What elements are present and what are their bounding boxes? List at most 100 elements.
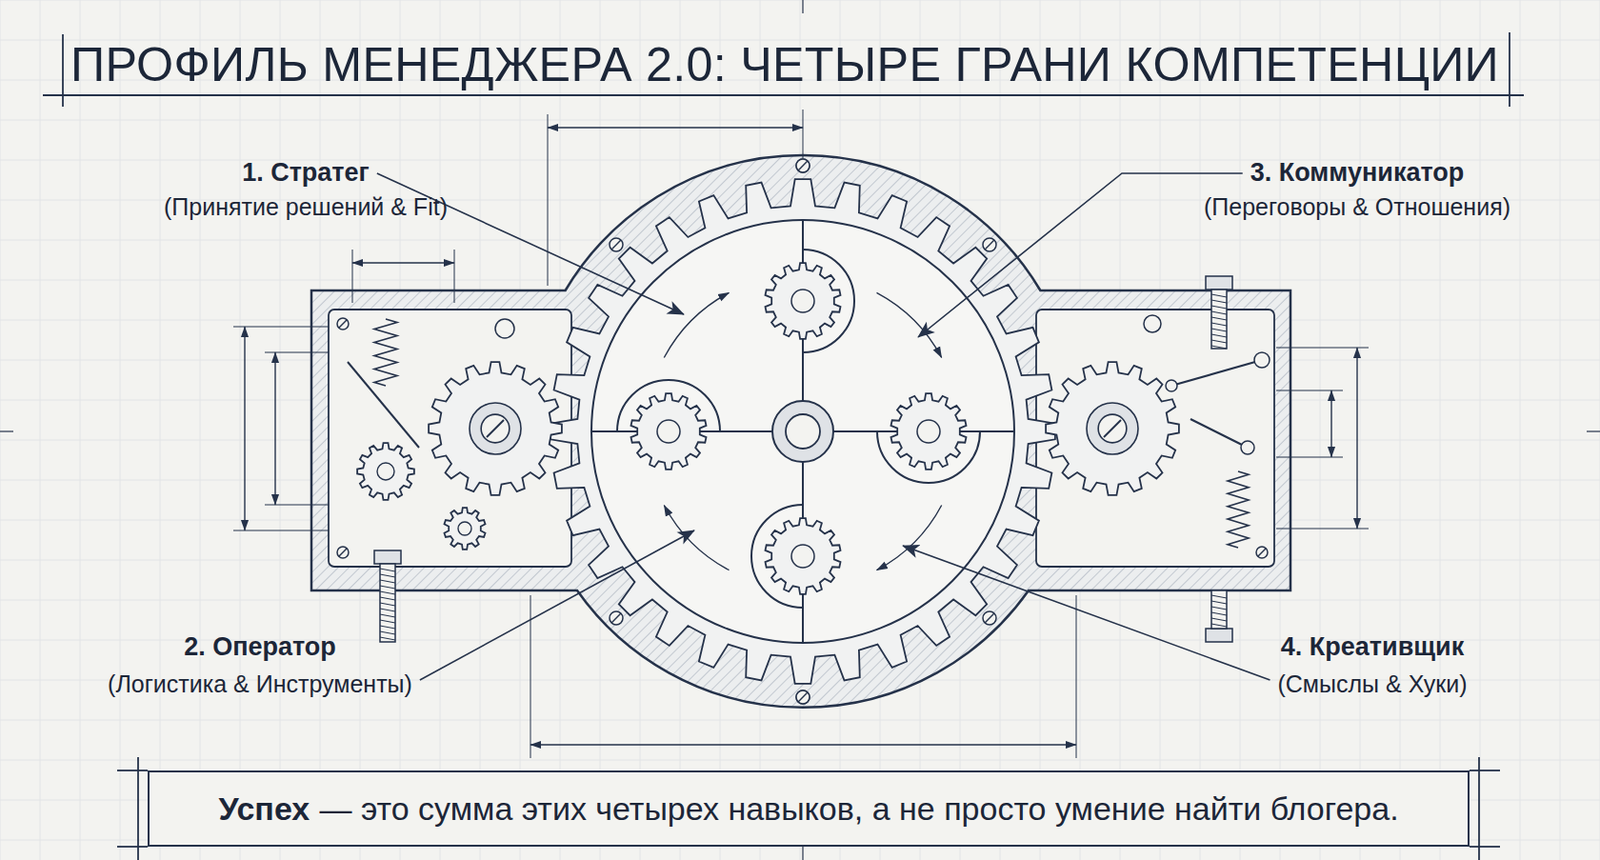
planet-bore	[791, 544, 815, 568]
frame-line	[1469, 845, 1500, 848]
screw-slot	[984, 613, 995, 623]
bolt-head	[1205, 628, 1233, 642]
escapement-gear	[357, 442, 415, 500]
screw	[609, 238, 623, 252]
bolt-thread	[380, 614, 396, 618]
bolt-thread	[380, 608, 396, 612]
title-frame	[1508, 32, 1511, 107]
pivot	[495, 319, 515, 339]
role-label: 2. Оператор	[183, 632, 337, 662]
bolt-thread	[1211, 317, 1227, 320]
pivot	[1143, 315, 1161, 333]
leader-line	[918, 173, 1243, 338]
grid-line	[200, 0, 201, 860]
bolt-thread	[1211, 623, 1227, 627]
screw	[796, 690, 810, 704]
bolt-thread	[1211, 322, 1227, 326]
bolt-shank	[1211, 590, 1227, 629]
frame-line	[137, 757, 140, 860]
planet-gear	[765, 262, 841, 340]
grid-line	[160, 0, 161, 860]
bolt-thread	[380, 637, 396, 640]
screw-slot	[611, 613, 621, 623]
title: ПРОФИЛЬ МЕНЕДЖЕРА 2.0: ЧЕТЫРЕ ГРАНИ КОМП…	[70, 37, 1500, 93]
extension-line	[454, 249, 456, 303]
screw-slot	[798, 160, 808, 171]
frame-line	[1469, 769, 1500, 772]
spring	[1227, 471, 1249, 548]
bolt-thread	[380, 585, 396, 589]
dimension-line	[274, 352, 276, 505]
dimension-line	[1356, 347, 1358, 529]
planet-bore	[657, 420, 680, 443]
screw	[337, 546, 349, 559]
leader-line	[902, 545, 1270, 680]
left-compartment	[328, 309, 572, 567]
right-gear-hub	[1086, 402, 1139, 455]
spring	[374, 319, 398, 386]
left-gear-hub	[469, 402, 521, 455]
planet-gear	[631, 393, 707, 470]
extension-line	[233, 326, 329, 328]
extension-line	[352, 249, 354, 303]
screw	[337, 318, 349, 330]
planet-gear	[891, 393, 967, 470]
bolt-thread	[380, 620, 396, 623]
caption-frame	[117, 757, 1500, 860]
screw	[796, 159, 810, 173]
grid-line	[280, 0, 281, 860]
planet-bore	[791, 289, 815, 313]
planet-gear	[765, 518, 841, 595]
screw	[609, 611, 623, 625]
extension-line	[1076, 595, 1078, 759]
extension-line	[1276, 457, 1343, 459]
lever	[1171, 360, 1262, 386]
screw-slot	[798, 692, 808, 702]
bolt-thread	[380, 597, 396, 600]
caption-box: Успех— это сумма этих четырех навыков, а…	[147, 770, 1470, 847]
bolt-thread	[1211, 340, 1227, 343]
grid-line	[240, 0, 241, 860]
role-label: 4. Креативщик	[1280, 632, 1464, 662]
pivot	[1254, 352, 1270, 368]
screw-slot	[339, 320, 347, 328]
bolt-thread	[380, 574, 396, 578]
central-hub	[772, 400, 834, 462]
grid-line	[0, 120, 1600, 121]
dimension-line	[547, 126, 803, 128]
role-label: 3. Коммуникатор	[1250, 158, 1465, 188]
edge-tick	[801, 0, 803, 14]
escapement-bore	[377, 462, 395, 480]
grid-line	[0, 0, 1, 860]
grid-line	[1520, 0, 1521, 860]
right-compartment	[1036, 309, 1275, 567]
screw-slot	[1103, 420, 1121, 438]
grid-line	[1320, 0, 1321, 860]
right-gear	[1045, 361, 1180, 496]
bolt-thread	[380, 631, 396, 635]
small-bore	[458, 521, 472, 536]
edge-tick	[1586, 430, 1600, 432]
bolt-thread	[1211, 600, 1227, 604]
bolt-thread	[1211, 612, 1227, 616]
role-description: (Смыслы & Хуки)	[1277, 670, 1467, 699]
extension-line	[1276, 347, 1369, 349]
bolt-shank	[380, 563, 396, 642]
bolt-shank	[1211, 289, 1227, 349]
pivot	[1240, 440, 1255, 455]
grid-line	[1480, 0, 1481, 860]
main-gear	[550, 179, 1056, 684]
central-bore	[785, 414, 820, 449]
grid-line	[120, 0, 121, 860]
right-gear-bore	[1098, 414, 1127, 443]
leader-line	[420, 530, 695, 680]
bolt-head	[374, 550, 401, 564]
role-description: (Принятие решений & Fit)	[163, 193, 448, 221]
bolt-thread	[1211, 294, 1227, 298]
bolt-thread	[1211, 305, 1227, 309]
extension-line	[233, 530, 329, 532]
dimension-line	[243, 326, 245, 531]
